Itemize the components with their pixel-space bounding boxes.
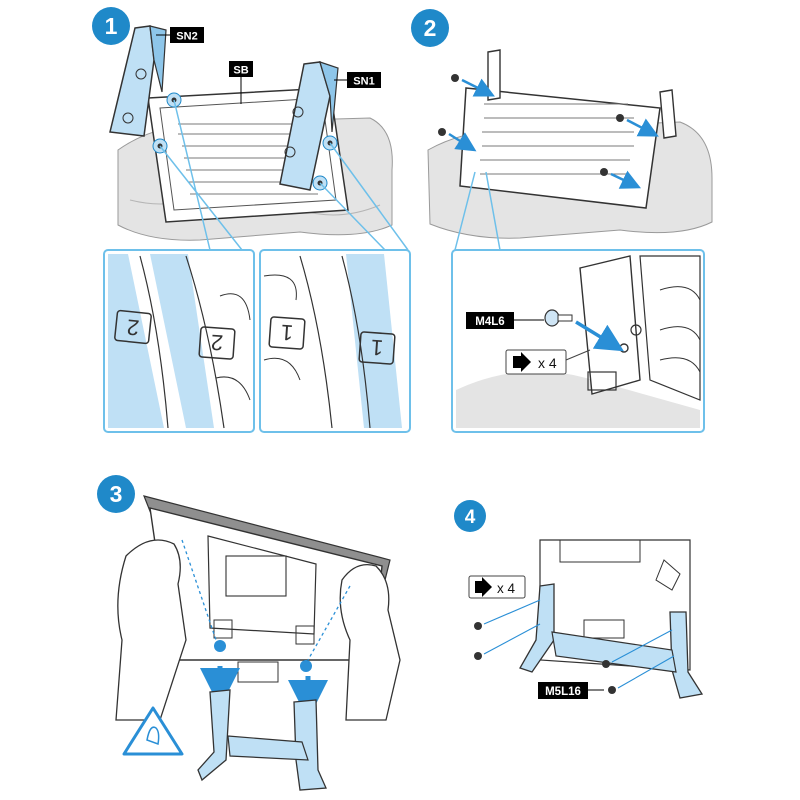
screw-label-m5l16: M5L16 bbox=[538, 682, 604, 699]
magnifier-callout-1: 1 1 bbox=[259, 249, 411, 433]
stamp-2-icon: 2 bbox=[114, 309, 152, 345]
label-sn1: SN1 bbox=[334, 72, 381, 88]
step-3-number: 3 bbox=[110, 481, 123, 507]
screw-count-text: x 4 bbox=[497, 581, 516, 596]
magnifier-callout bbox=[451, 249, 705, 433]
svg-text:2: 2 bbox=[126, 314, 141, 340]
label-sb: SB bbox=[229, 61, 253, 104]
step-4-badge: 4 bbox=[454, 500, 486, 532]
screw-count-box: x 4 bbox=[468, 575, 526, 599]
tv-set bbox=[143, 495, 391, 683]
stand-neck-2 bbox=[109, 25, 167, 137]
step-4-number: 4 bbox=[465, 507, 476, 528]
step-3-badge: 3 bbox=[97, 475, 135, 513]
svg-text:2: 2 bbox=[210, 330, 224, 356]
screw-count-box: x 4 bbox=[505, 349, 591, 375]
tabletop-stand bbox=[197, 689, 327, 791]
step-2-panel: M4L6 x 4 2 bbox=[411, 9, 713, 433]
screw-icon bbox=[544, 309, 573, 327]
stand-base bbox=[459, 49, 677, 209]
screw-count-text: x 4 bbox=[538, 355, 557, 371]
step-2-badge: 2 bbox=[411, 9, 449, 47]
down-arrow bbox=[200, 666, 328, 720]
step-3-panel: 3 bbox=[97, 475, 401, 791]
screw-label-m4l6-text: M4L6 bbox=[475, 316, 504, 328]
svg-text:1: 1 bbox=[280, 320, 294, 346]
stand-plate bbox=[551, 631, 677, 673]
screws-and-arrows bbox=[474, 599, 675, 694]
stamp-2-icon: 2 bbox=[198, 326, 236, 360]
label-sn2: SN2 bbox=[156, 27, 204, 43]
two-people-lifting-tv bbox=[115, 539, 401, 721]
step-4-panel: x 4 M5L16 4 bbox=[454, 500, 704, 699]
stand-neck-1 bbox=[279, 61, 339, 191]
step-1-badge: 1 bbox=[92, 7, 130, 45]
screw-label-m5l16-text: M5L16 bbox=[545, 686, 581, 698]
label-sb-text: SB bbox=[233, 65, 248, 77]
step-1-number: 1 bbox=[105, 13, 118, 39]
svg-text:1: 1 bbox=[370, 335, 384, 361]
screwdriver-arrow-icon bbox=[513, 352, 531, 372]
pinch-warning-icon bbox=[122, 706, 184, 756]
step-2-number: 2 bbox=[424, 15, 437, 41]
stand-neck-left bbox=[519, 583, 555, 673]
stand-neck-right bbox=[669, 611, 704, 699]
stamp-1-icon: 1 bbox=[358, 331, 396, 365]
label-sn1-text: SN1 bbox=[353, 76, 374, 88]
screwdriver-arrow-icon bbox=[475, 577, 492, 597]
step-1-panel: SN2 SB SN1 2 bbox=[92, 7, 411, 433]
label-sn2-text: SN2 bbox=[176, 31, 197, 43]
stamp-1-icon: 1 bbox=[268, 316, 306, 350]
screws-and-arrows bbox=[438, 74, 659, 189]
magnifier-callout-2: 2 2 bbox=[103, 249, 255, 433]
screw-label-m4l6: M4L6 bbox=[466, 312, 544, 329]
